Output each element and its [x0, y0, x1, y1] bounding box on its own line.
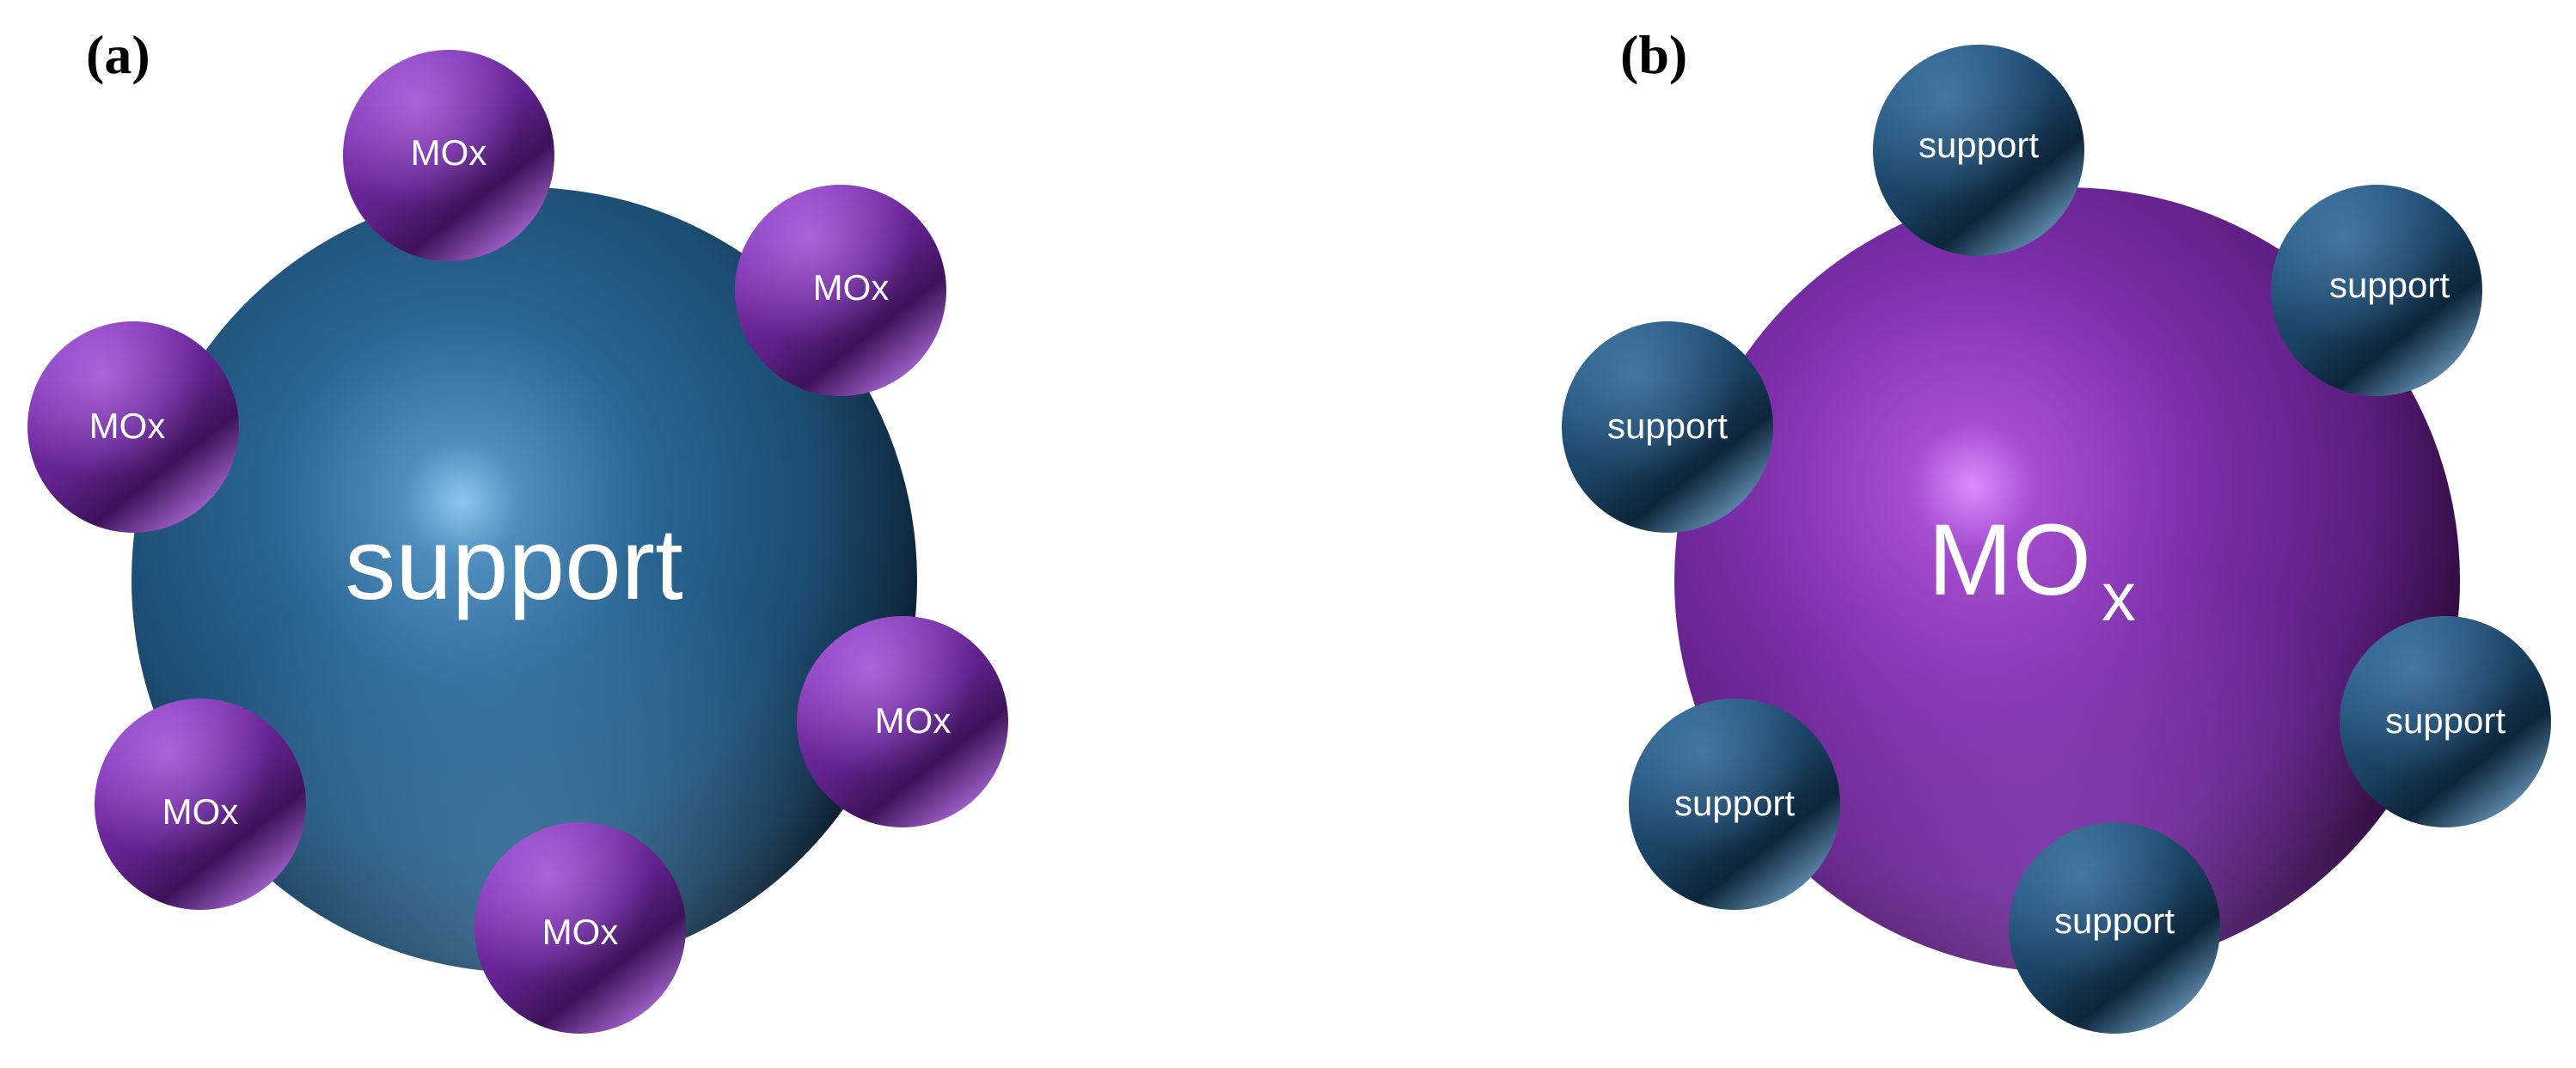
satellite-label: support [2329, 265, 2450, 305]
mox-satellite-2: MOx [735, 185, 946, 396]
support-satellite-4: support [2340, 616, 2551, 827]
satellite-label: MOx [542, 912, 619, 952]
satellite-label: MOx [89, 406, 166, 446]
mox-satellite-4: MOx [797, 616, 1008, 827]
support-satellite-2: support [2271, 185, 2482, 396]
mox-core-sphere: MO x [1674, 187, 2460, 973]
core-label: support [345, 508, 683, 621]
mox-satellite-5: MOx [95, 699, 306, 910]
satellite-label: MOx [162, 791, 239, 832]
mox-satellite-1: MOx [343, 50, 554, 261]
satellite-label: support [2054, 900, 2175, 941]
panel-b: (b) MO x support support support support [1562, 24, 2551, 1034]
satellite-label: MOx [813, 267, 890, 308]
panel-a: (a) support MOx MOx MOx MOx [28, 24, 1008, 1034]
satellite-label: support [2385, 700, 2506, 741]
mox-satellite-3: MOx [28, 321, 239, 533]
support-satellite-1: support [1873, 45, 2084, 256]
panel-b-label: (b) [1620, 24, 1687, 85]
satellite-label: support [1918, 125, 2039, 165]
core-label: MO [1928, 503, 2091, 617]
satellite-label: support [1674, 783, 1795, 823]
support-core-sphere: support [132, 187, 917, 973]
satellite-label: MOx [411, 132, 487, 173]
satellite-label: MOx [875, 700, 951, 741]
core-label-subscript: x [2102, 558, 2136, 635]
support-satellite-6: support [2009, 822, 2220, 1034]
satellite-label: support [1607, 406, 1728, 446]
mox-satellite-6: MOx [474, 822, 686, 1034]
panel-a-label: (a) [86, 24, 150, 85]
support-satellite-3: support [1562, 321, 1773, 533]
support-satellite-5: support [1629, 699, 1840, 910]
